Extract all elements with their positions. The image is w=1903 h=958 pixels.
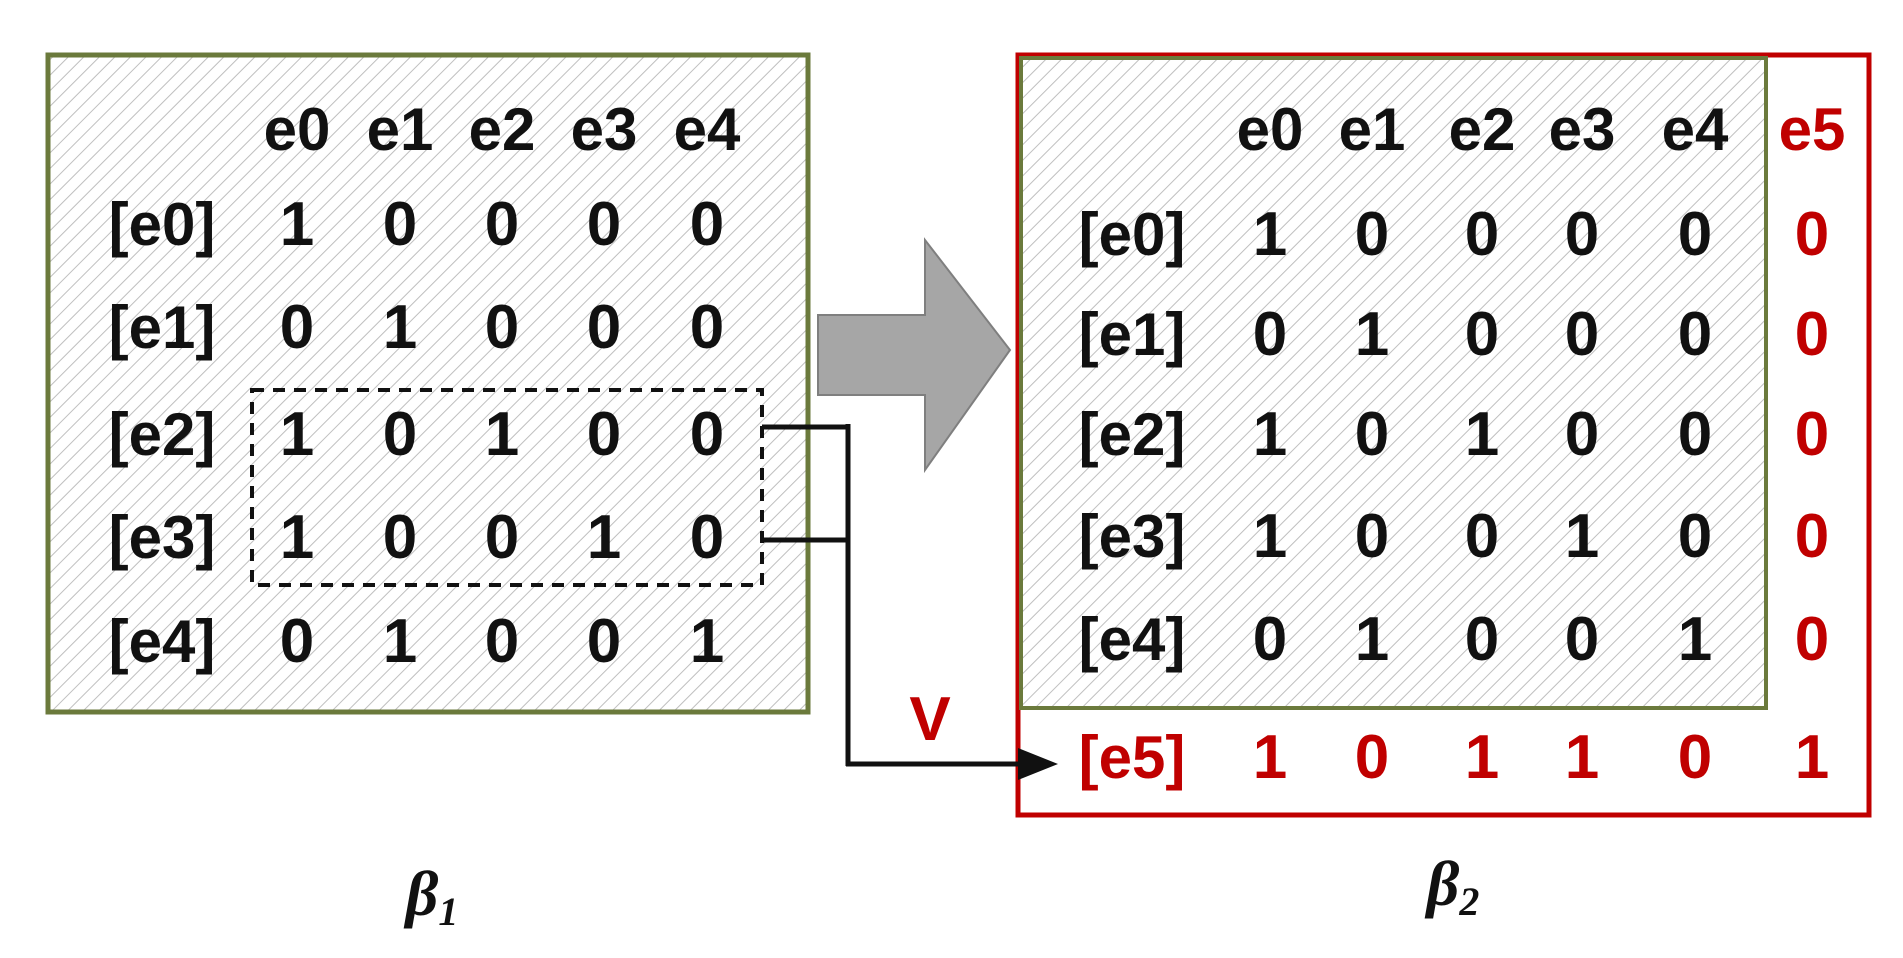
row-label: [e1] [1079, 301, 1186, 368]
operator-label: V [909, 685, 950, 754]
row-label: [e0] [109, 191, 216, 258]
matrix-cell: 1 [485, 400, 519, 469]
matrix-cell: 0 [1678, 400, 1712, 469]
matrix-cell: 0 [1465, 502, 1499, 571]
matrix-cell: 1 [690, 607, 724, 676]
matrix-cell: 1 [383, 293, 417, 362]
matrix-cell: 0 [690, 293, 724, 362]
matrix-cell: 1 [1253, 200, 1287, 269]
new-col-cell: 0 [1795, 605, 1829, 674]
new-col-header: e5 [1779, 96, 1846, 163]
matrix-cell: 0 [485, 607, 519, 676]
new-row-cell: 1 [1795, 723, 1829, 792]
matrix-cell: 1 [1355, 605, 1389, 674]
matrix-cell: 1 [280, 503, 314, 572]
matrix-cell: 0 [383, 190, 417, 259]
matrix-cell: 0 [1253, 605, 1287, 674]
matrix-cell: 0 [1355, 502, 1389, 571]
row-label: [e3] [1079, 503, 1186, 570]
col-header: e0 [264, 96, 331, 163]
col-header: e1 [367, 96, 434, 163]
row-label: [e4] [1079, 606, 1186, 673]
row-label: [e1] [109, 294, 216, 361]
matrix-cell: 0 [690, 503, 724, 572]
row-label: [e3] [109, 504, 216, 571]
matrix-beta1-box [45, 52, 811, 715]
matrix-cell: 1 [587, 503, 621, 572]
matrix-cell: 1 [1253, 400, 1287, 469]
col-header: e1 [1339, 96, 1406, 163]
row-label: [e4] [109, 608, 216, 675]
new-col-cell: 0 [1795, 502, 1829, 571]
matrix-cell: 1 [1565, 502, 1599, 571]
matrix-cell: 0 [1678, 200, 1712, 269]
matrix-cell: 0 [1565, 300, 1599, 369]
col-header: e4 [1662, 96, 1729, 163]
right-arrow-icon [817, 237, 1012, 474]
matrix-cell: 0 [587, 293, 621, 362]
matrix-beta2-inner-box [1019, 56, 1768, 710]
matrix-cell: 0 [485, 503, 519, 572]
matrix-cell: 0 [587, 190, 621, 259]
selection-box-e2-e3 [250, 388, 764, 587]
matrix-cell: 0 [587, 607, 621, 676]
matrix-cell: 0 [1565, 605, 1599, 674]
new-row-cell: 1 [1465, 723, 1499, 792]
caption-beta1: β1 [404, 858, 459, 934]
matrix-cell: 0 [1678, 300, 1712, 369]
matrix-cell: 0 [485, 190, 519, 259]
matrix-cell: 1 [1253, 502, 1287, 571]
matrix-cell: 0 [485, 293, 519, 362]
new-row-cell: 1 [1253, 723, 1287, 792]
row-label: [e0] [1079, 201, 1186, 268]
matrix-cell: 1 [1678, 605, 1712, 674]
col-header: e0 [1237, 96, 1304, 163]
matrix-cell: 0 [1465, 605, 1499, 674]
col-header: e3 [1549, 96, 1616, 163]
new-col-cell: 0 [1795, 200, 1829, 269]
matrix-cell: 0 [1465, 300, 1499, 369]
matrix-cell: 0 [1355, 200, 1389, 269]
matrix-cell: 1 [383, 607, 417, 676]
row-label: [e2] [1079, 401, 1186, 468]
matrix-cell: 1 [280, 190, 314, 259]
matrix-cell: 0 [280, 293, 314, 362]
matrix-cell: 0 [1565, 400, 1599, 469]
col-header: e4 [674, 96, 741, 163]
new-col-cell: 0 [1795, 400, 1829, 469]
connector: V [762, 424, 1058, 780]
new-row-cell: 0 [1678, 723, 1712, 792]
new-row-cell: 1 [1565, 723, 1599, 792]
matrix-cell: 0 [690, 400, 724, 469]
new-col-cell: 0 [1795, 300, 1829, 369]
col-header: e2 [1449, 96, 1516, 163]
col-header: e3 [571, 96, 638, 163]
row-label: [e2] [109, 401, 216, 468]
matrix-cell: 0 [587, 400, 621, 469]
matrix-cell: 0 [690, 190, 724, 259]
caption-beta2: β2 [1425, 848, 1480, 924]
new-row-label: [e5] [1079, 724, 1186, 791]
matrix-cell: 0 [383, 503, 417, 572]
matrix-cell: 0 [1565, 200, 1599, 269]
matrix-cell: 0 [1465, 200, 1499, 269]
arrowhead-icon [1018, 748, 1058, 780]
matrix-cell: 1 [1465, 400, 1499, 469]
matrix-cell: 0 [1253, 300, 1287, 369]
matrix-cell: 0 [1678, 502, 1712, 571]
matrix-cell: 0 [1355, 400, 1389, 469]
matrix-cell: 1 [280, 400, 314, 469]
matrix-cell: 1 [1355, 300, 1389, 369]
matrix-cell: 0 [280, 607, 314, 676]
matrix-cell: 0 [383, 400, 417, 469]
new-row-cell: 0 [1355, 723, 1389, 792]
col-header: e2 [469, 96, 536, 163]
